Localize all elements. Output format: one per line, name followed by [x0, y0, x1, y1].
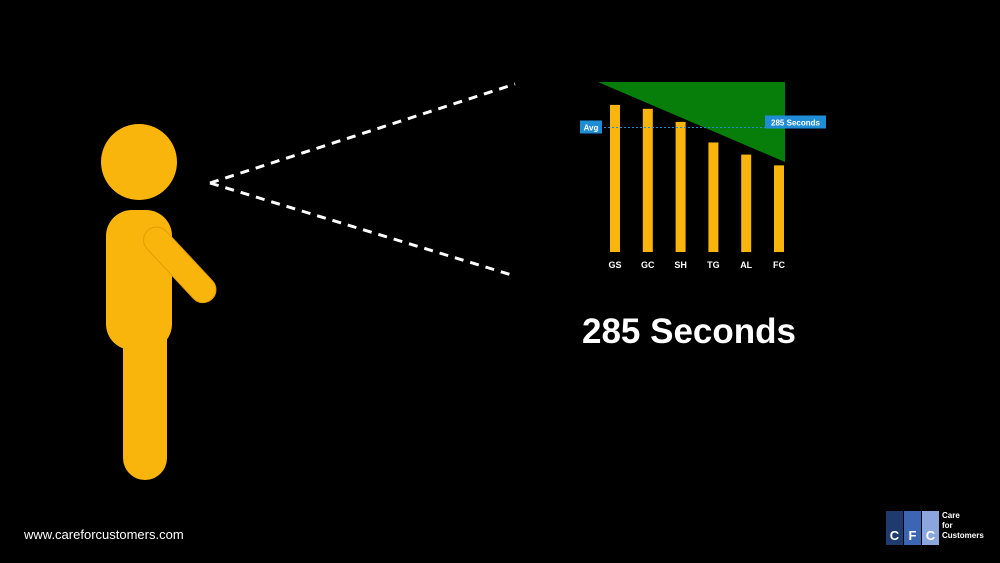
- footer-url[interactable]: www.careforcustomers.com: [24, 527, 184, 542]
- tick-label-al: AL: [740, 260, 752, 270]
- tick-label-sh: SH: [674, 260, 687, 270]
- logo-words: Care for Customers: [942, 511, 984, 541]
- cfc-logo: C F C Care for Customers: [886, 510, 996, 546]
- trend-triangle: [598, 82, 785, 162]
- avg-label: Avg: [584, 124, 599, 133]
- bar-fc: [774, 165, 784, 252]
- logo-letter-3: C: [925, 528, 936, 543]
- sight-line-lower: [209, 181, 516, 278]
- bar-gs: [610, 104, 620, 252]
- tick-label-tg: TG: [707, 260, 720, 270]
- logo-tile-1: C: [886, 511, 903, 545]
- logo-letter-2: F: [908, 528, 917, 543]
- tick-label-fc: FC: [773, 260, 785, 270]
- bar-al: [741, 154, 752, 252]
- logo-letter-1: C: [889, 528, 900, 543]
- tick-label-gc: GC: [641, 260, 655, 270]
- avg-value-box: [765, 115, 826, 129]
- sight-line-upper: [209, 82, 516, 185]
- avg-value-label: 285 Seconds: [771, 119, 820, 128]
- avg-label-box: [580, 120, 602, 134]
- person-icon: [101, 124, 217, 480]
- headline-seconds: 285 Seconds: [582, 312, 796, 351]
- bar-tg: [708, 142, 719, 252]
- logo-tile-3: C: [922, 511, 939, 545]
- tick-label-gs: GS: [608, 260, 621, 270]
- logo-word-2: for: [942, 521, 953, 530]
- bar-chart: GS GC SH TG AL FC Avg 285 Seconds: [580, 82, 826, 270]
- bar-gc: [642, 108, 653, 252]
- logo-word-1: Care: [942, 511, 960, 520]
- logo-tile-2: F: [904, 511, 921, 545]
- logo-word-3: Customers: [942, 531, 984, 540]
- bar-sh: [675, 121, 686, 252]
